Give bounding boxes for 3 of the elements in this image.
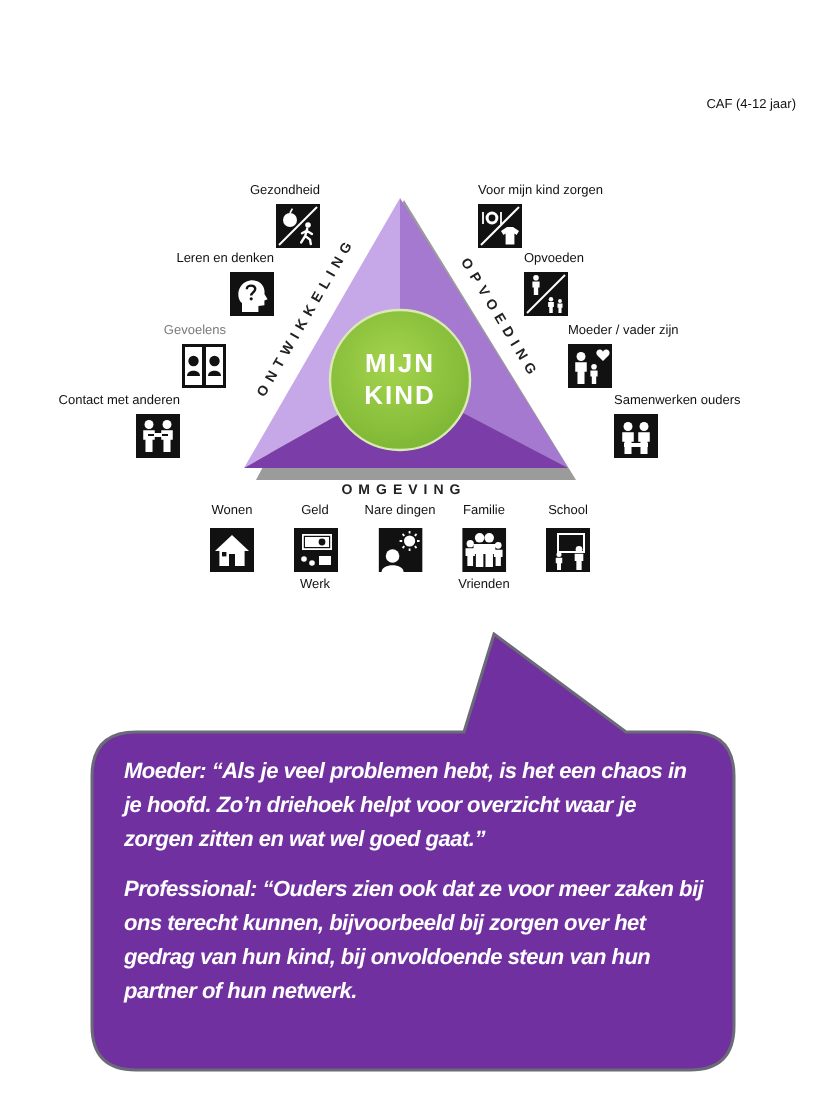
center-label: MIJN KIND xyxy=(362,348,438,412)
quote-text: Moeder: “Als je veel problemen hebt, is het een chaos in je hoofd. Zo’n driehoek helpt voor overzicht waar je zorgen zitten en wat wel goed gaat.” xyxy=(124,758,689,856)
quote-text: Professional: “Ouders zien ook dat ze voor meer zaken bij ons terecht kunnen, bijvoorbeeld bij zorgen over het gedrag van hun kind, bij onvoldoende steun van hun partner of hun netwerk. xyxy=(124,876,706,1008)
